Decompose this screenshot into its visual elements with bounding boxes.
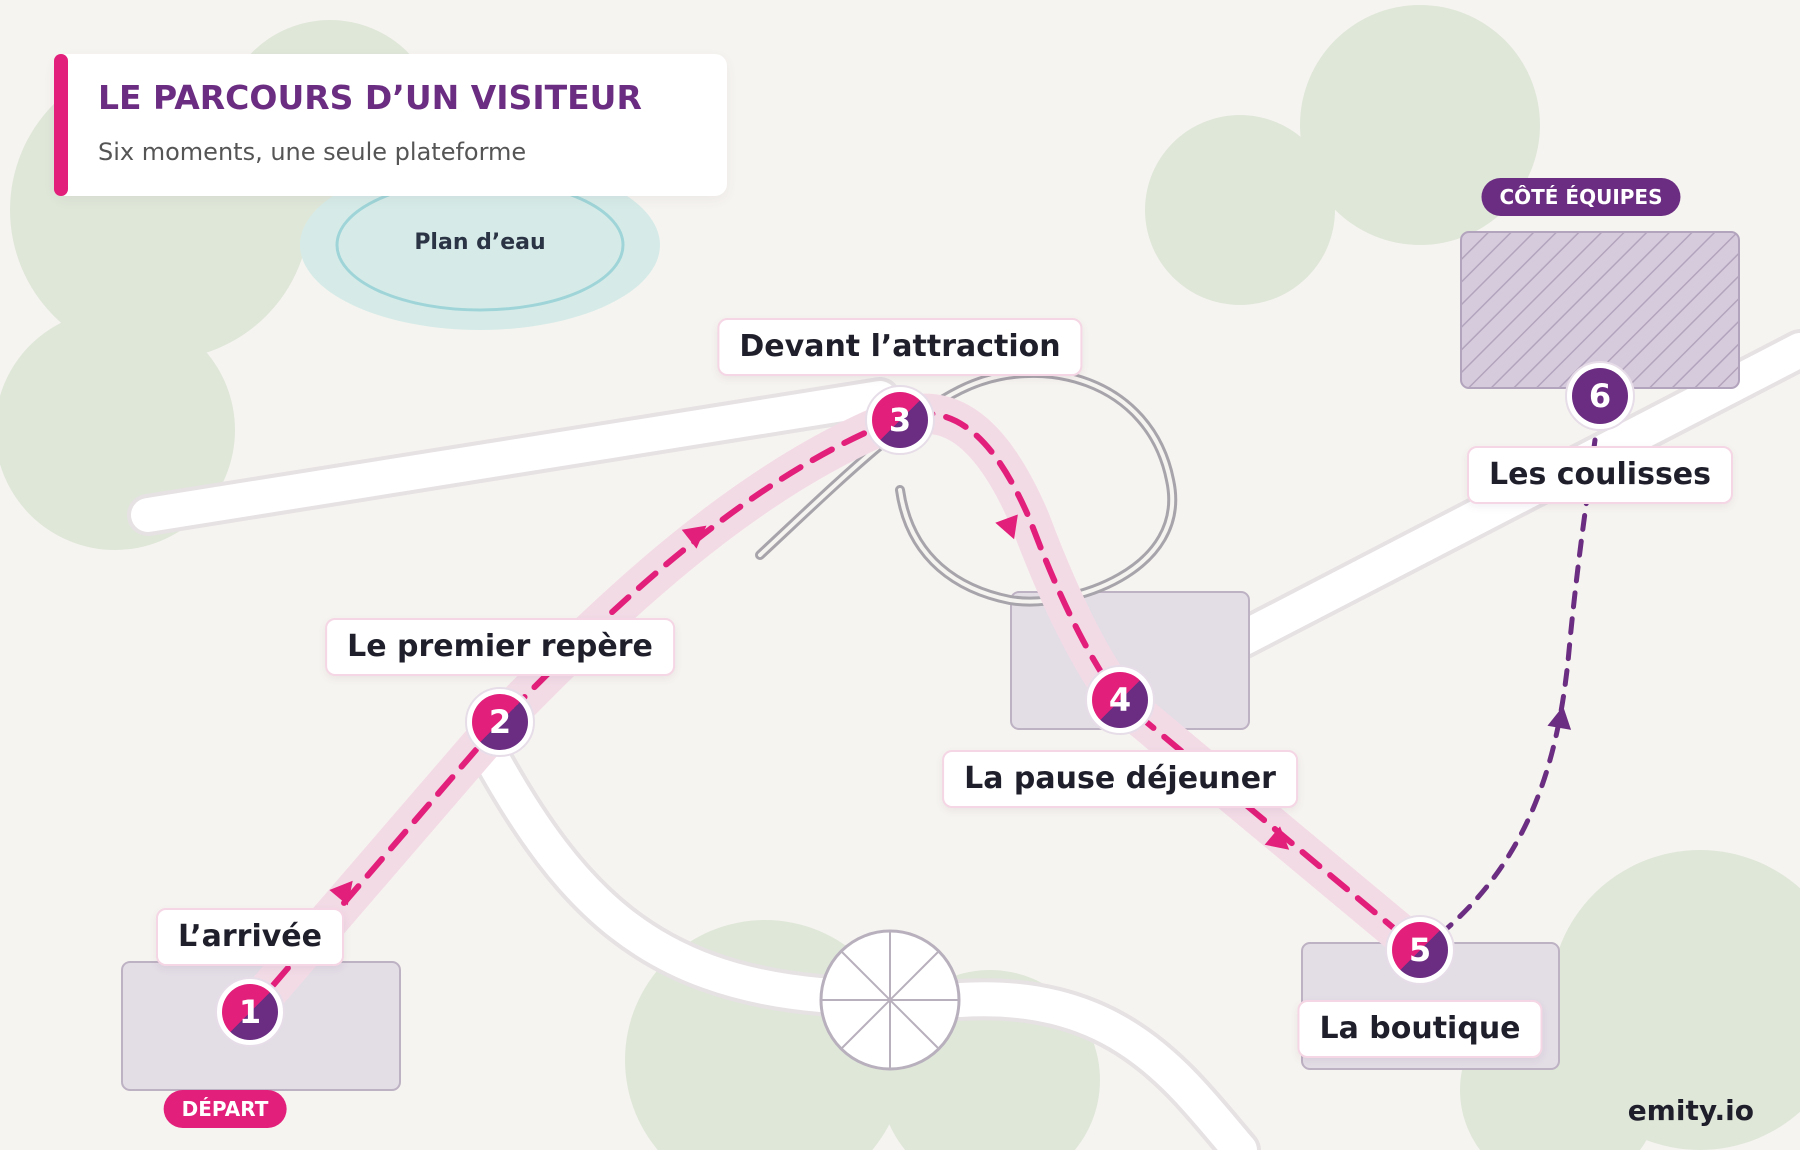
- step-pin-5[interactable]: 5: [1385, 915, 1455, 985]
- direction-arrow-icon: [1547, 706, 1572, 730]
- direction-arrows: [329, 514, 1572, 906]
- svg-text:3: 3: [889, 401, 911, 439]
- step-label-4[interactable]: La pause déjeuner: [942, 750, 1298, 808]
- svg-text:4: 4: [1109, 681, 1131, 719]
- step-pin-1[interactable]: 1: [215, 977, 285, 1047]
- direction-arrow-icon: [1264, 826, 1290, 850]
- tree: [1145, 115, 1335, 305]
- svg-text:2: 2: [489, 703, 511, 741]
- step-label-2[interactable]: Le premier repère: [325, 618, 675, 676]
- step-pin-2[interactable]: 2: [465, 687, 535, 757]
- page-subtitle: Six moments, une seule plateforme: [98, 138, 527, 166]
- svg-text:5: 5: [1409, 931, 1431, 969]
- direction-arrow-icon: [681, 525, 707, 549]
- title-accent-bar: [54, 54, 68, 196]
- page-title: LE PARCOURS D’UN VISITEUR: [98, 78, 642, 117]
- step-pin-6[interactable]: 6: [1565, 361, 1635, 431]
- tree: [1300, 5, 1540, 245]
- staff-badge: CÔTÉ ÉQUIPES: [1481, 178, 1681, 216]
- step-label-5[interactable]: La boutique: [1297, 1000, 1543, 1058]
- step-label-6[interactable]: Les coulisses: [1467, 446, 1733, 504]
- direction-arrow-icon: [329, 880, 353, 906]
- direction-arrow-icon: [995, 514, 1018, 540]
- brand-logo-text[interactable]: emity.io: [1627, 1094, 1754, 1127]
- step-pin-3[interactable]: 3: [865, 385, 935, 455]
- step-label-1[interactable]: L’arrivée: [156, 908, 344, 966]
- title-card: LE PARCOURS D’UN VISITEUR Six moments, u…: [54, 54, 727, 196]
- roads: [127, 329, 1800, 1150]
- visitor-route: [230, 393, 1598, 1032]
- pond-label: Plan d’eau: [414, 230, 546, 255]
- visitor-path-pink: [247, 410, 1423, 1015]
- ferris-wheel-icon: [819, 929, 961, 1071]
- step-pin-4[interactable]: 4: [1085, 665, 1155, 735]
- step-pins[interactable]: 1 2 3 4 5 6: [215, 361, 1635, 1047]
- start-badge: DÉPART: [163, 1090, 287, 1128]
- svg-text:6: 6: [1589, 377, 1611, 415]
- svg-text:1: 1: [239, 993, 261, 1031]
- step-label-3[interactable]: Devant l’attraction: [717, 318, 1083, 376]
